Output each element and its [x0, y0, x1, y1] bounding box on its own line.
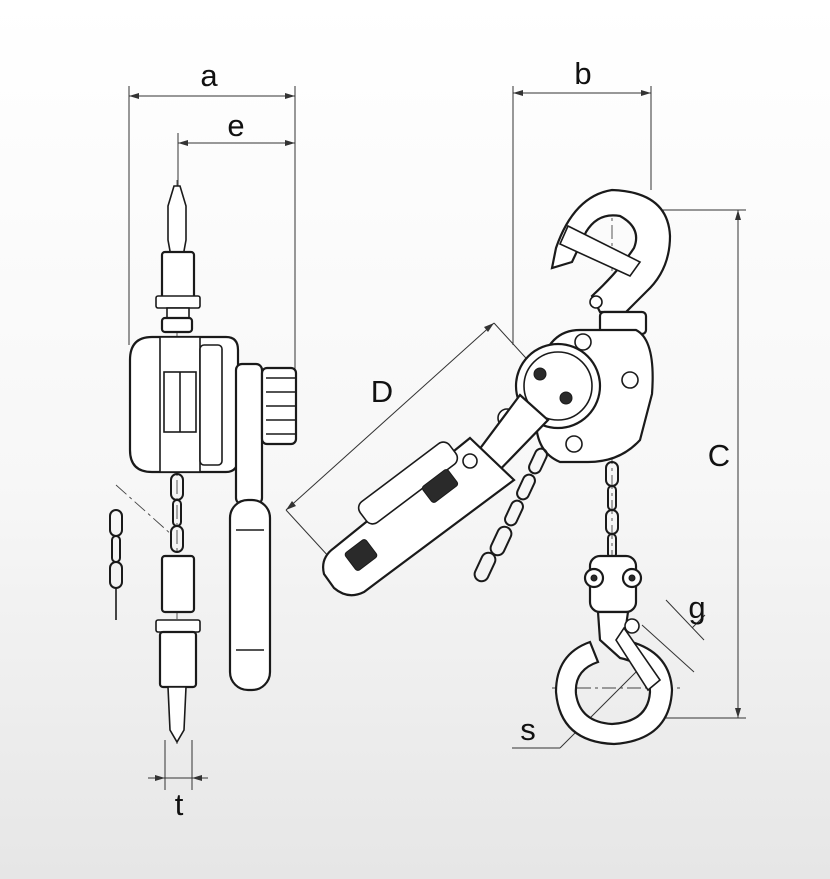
- front-hand-chain: [473, 447, 548, 583]
- front-bottom-block: [583, 554, 643, 614]
- side-hoist-body: [128, 316, 240, 474]
- dimension-labels: a e b C D g s t: [175, 56, 731, 822]
- label-e: e: [227, 108, 244, 143]
- label-a: a: [200, 58, 218, 93]
- front-top-hook: [550, 188, 672, 336]
- front-view: [322, 188, 680, 746]
- front-load-chain: [605, 461, 619, 559]
- front-bottom-hook: [554, 610, 674, 746]
- label-t: t: [175, 787, 184, 822]
- label-d: D: [371, 374, 393, 409]
- front-hoist-body: [497, 328, 654, 464]
- label-g: g: [688, 590, 705, 625]
- front-handle-grip-ridges: [344, 469, 459, 571]
- side-chain: [109, 473, 184, 620]
- side-view: [109, 180, 298, 745]
- dimension-lines: [128, 86, 746, 790]
- label-s: s: [520, 712, 536, 747]
- side-lever-handle: [228, 362, 298, 692]
- front-lever-handle: [322, 393, 550, 597]
- side-bottom-hook: [155, 554, 201, 744]
- side-top-hook: [155, 185, 201, 323]
- label-c: C: [708, 438, 730, 473]
- label-b: b: [574, 56, 591, 91]
